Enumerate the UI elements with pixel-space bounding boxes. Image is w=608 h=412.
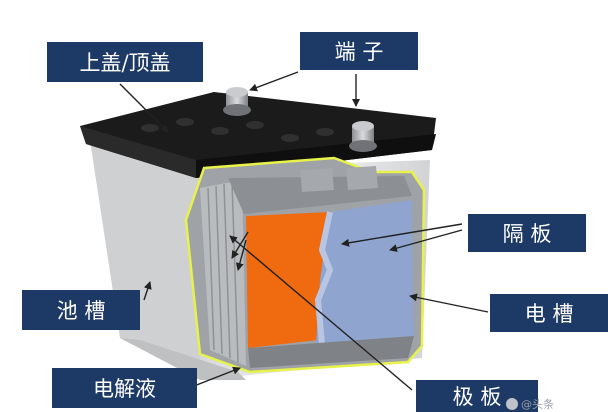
cutaway [186, 158, 424, 372]
label-electrolyte: 电解液 [52, 368, 197, 408]
label-terminal: 端 子 [300, 32, 418, 70]
terminal-post-left [223, 87, 251, 116]
label-separator: 隔 板 [468, 214, 586, 252]
terminal-post-right [349, 121, 377, 152]
label-top-cover: 上盖/顶盖 [47, 42, 203, 82]
watermark-logo-icon [506, 398, 518, 410]
label-pool-tank: 池 槽 [22, 290, 140, 330]
label-electric-tank: 电 槽 [490, 294, 608, 332]
